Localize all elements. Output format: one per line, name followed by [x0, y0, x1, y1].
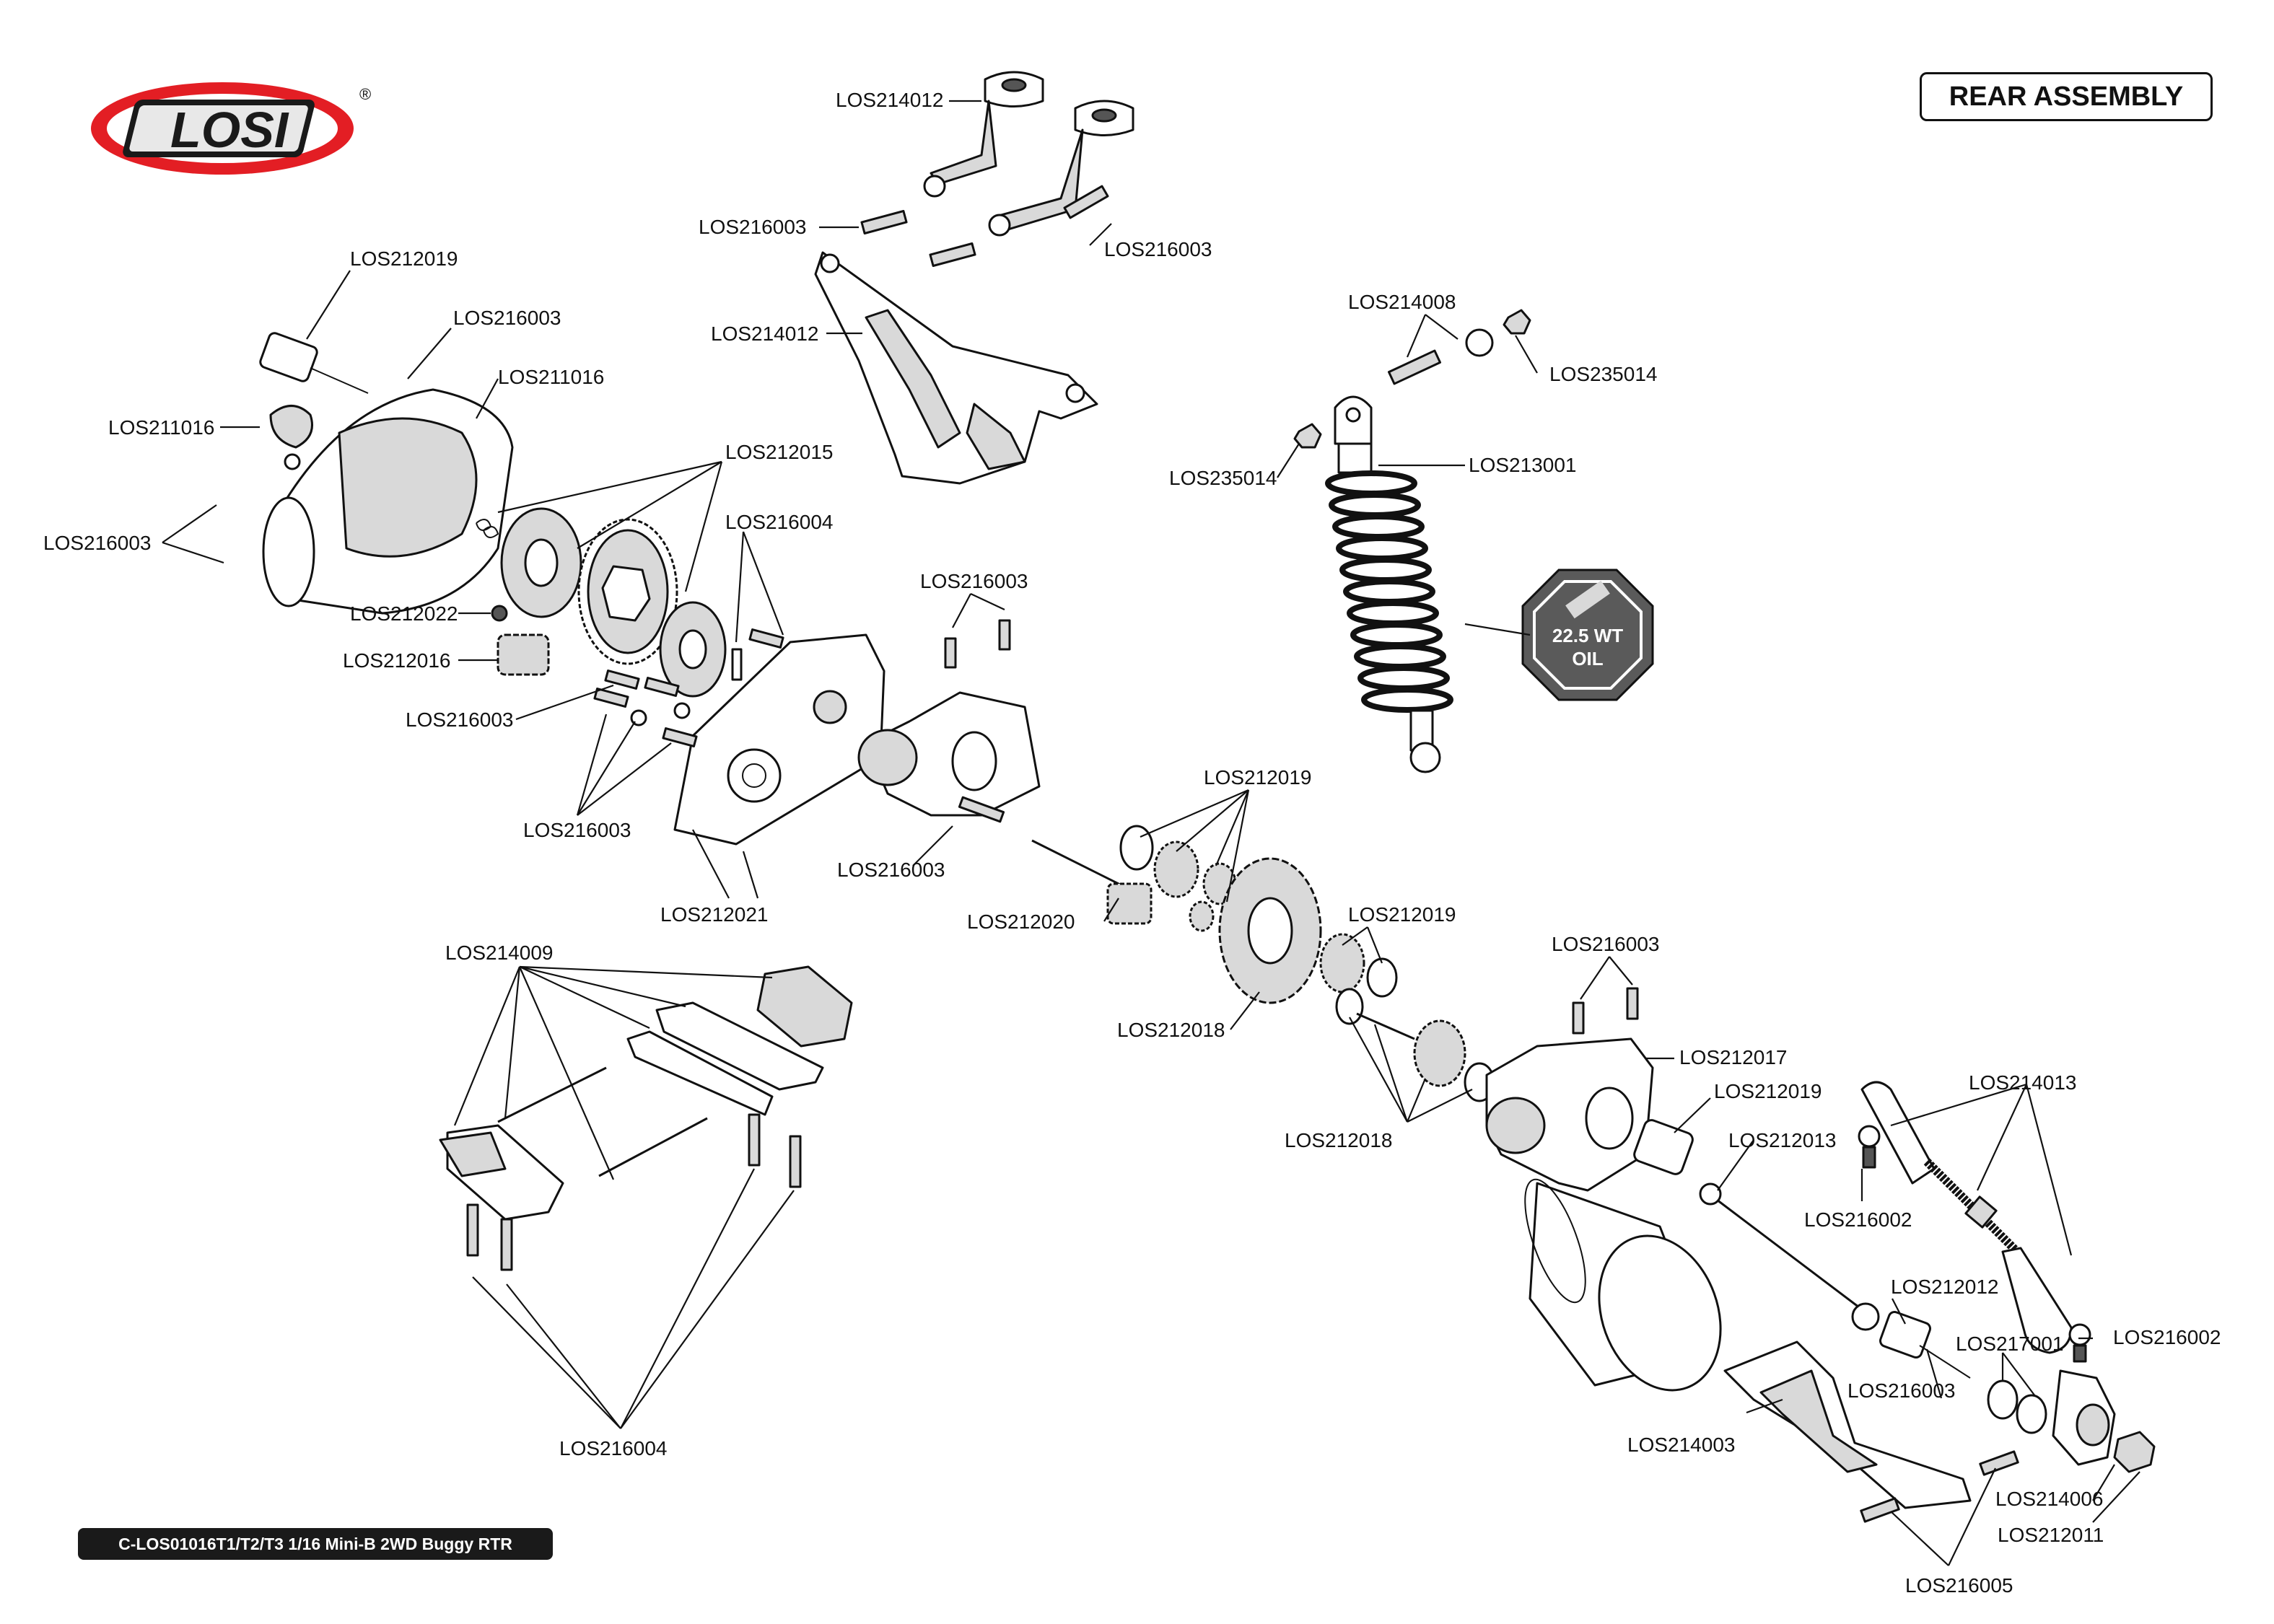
- part-label: LOS216002: [2113, 1326, 2221, 1348]
- part-label: LOS212015: [725, 441, 833, 463]
- part-label: LOS216004: [725, 511, 833, 533]
- part-label: LOS211016: [498, 366, 604, 388]
- motor-part: [1524, 1178, 1722, 1392]
- logo-text: LOSI: [170, 102, 289, 158]
- part-label: LOS212018: [1285, 1129, 1392, 1151]
- part-label: LOS216003: [1552, 933, 1659, 955]
- part-label: LOS212021: [660, 903, 768, 926]
- arm-mount-part: [439, 965, 853, 1221]
- part-label: LOS216005: [1905, 1574, 2013, 1597]
- part-label: LOS214003: [1627, 1434, 1735, 1456]
- part-label: LOS212016: [343, 649, 450, 672]
- oil-weight: 22.5 WT: [1552, 625, 1623, 646]
- transmission-shaft-part: [1031, 839, 1153, 925]
- wing-mount-screws: [860, 185, 1109, 267]
- right-gearbox-part: [1485, 987, 1654, 1192]
- part-label: LOS212022: [350, 602, 458, 625]
- part-label: LOS212012: [1891, 1276, 1998, 1298]
- section-title: REAR ASSEMBLY: [1920, 72, 2213, 121]
- diff-gears-part: [1119, 825, 1322, 1004]
- part-label: LOS213001: [1469, 454, 1576, 476]
- part-label: LOS216002: [1804, 1208, 1912, 1231]
- part-label: LOS216004: [559, 1437, 667, 1460]
- spring-part: [476, 519, 499, 538]
- registered-mark: ®: [359, 85, 371, 103]
- part-label: LOS216003: [699, 216, 806, 238]
- part-label: LOS216003: [406, 708, 513, 731]
- arm-mount-screws: [466, 1113, 802, 1271]
- wing-mount-part: [923, 71, 1134, 237]
- hub-bearings-part: [1879, 1311, 2156, 1473]
- pinion-gear-part: [491, 605, 550, 676]
- part-label: LOS212018: [1117, 1019, 1225, 1041]
- shock-absorber-part: [1325, 395, 1453, 773]
- part-label: LOS212011: [1998, 1524, 2104, 1546]
- oil-text: OIL: [1572, 648, 1603, 670]
- part-label: LOS214012: [836, 89, 943, 111]
- part-label: LOS212013: [1728, 1129, 1836, 1151]
- part-label: LOS216003: [920, 570, 1028, 592]
- part-label: LOS216003: [43, 532, 151, 554]
- gearbox-half-part: [857, 619, 1041, 823]
- idler-gears-part: [1319, 933, 1495, 1102]
- part-label: LOS214013: [1969, 1071, 2076, 1094]
- part-label: LOS212020: [967, 910, 1075, 933]
- camber-link-part: [1860, 1081, 2073, 1354]
- part-label: LOS235014: [1549, 363, 1657, 385]
- part-label: LOS216003: [1104, 238, 1212, 260]
- leader-lines: [162, 100, 2140, 1566]
- part-label: LOS212019: [1204, 766, 1311, 789]
- losi-logo: LOSI ®: [91, 82, 371, 175]
- hinge-pins-part: [497, 1066, 708, 1177]
- slipper-shaft-part: [259, 332, 369, 394]
- ball-stud-part: [1858, 1125, 2091, 1363]
- rear-arm-part: [1723, 1340, 2019, 1523]
- part-label: LOS216003: [453, 307, 561, 329]
- oil-badge: 22.5 WT OIL: [1521, 569, 1654, 701]
- part-label: LOS212019: [350, 247, 458, 270]
- dogbone-part: [1633, 1119, 1880, 1331]
- model-footer: C-LOS01016T1/T2/T3 1/16 Mini-B 2WD Buggy…: [78, 1528, 553, 1560]
- part-label: LOS214009: [445, 942, 553, 964]
- part-label: LOS212019: [1714, 1080, 1822, 1102]
- part-label: LOS217001: [1956, 1333, 2063, 1355]
- shock-tower-part: [814, 251, 1098, 485]
- part-label: LOS214006: [1995, 1488, 2103, 1510]
- shock-hardware-part: [1293, 309, 1531, 449]
- part-label: LOS216003: [1847, 1379, 1955, 1402]
- slipper-nut-part: [269, 405, 313, 470]
- motor-plate-screws: [593, 628, 784, 747]
- part-label: LOS211016: [108, 416, 214, 439]
- spur-gear-part: [500, 507, 727, 698]
- part-label: LOS212019: [1348, 903, 1456, 926]
- gear-cover-part: [262, 388, 514, 615]
- part-label: LOS216003: [837, 859, 945, 881]
- part-label: LOS214012: [711, 322, 818, 345]
- oil-leader-line: [1464, 623, 1531, 636]
- motor-plate-part: [673, 633, 885, 846]
- part-label: LOS212017: [1679, 1046, 1787, 1068]
- part-label: LOS214008: [1348, 291, 1456, 313]
- part-label: LOS235014: [1169, 467, 1277, 489]
- part-label: LOS216003: [523, 819, 631, 841]
